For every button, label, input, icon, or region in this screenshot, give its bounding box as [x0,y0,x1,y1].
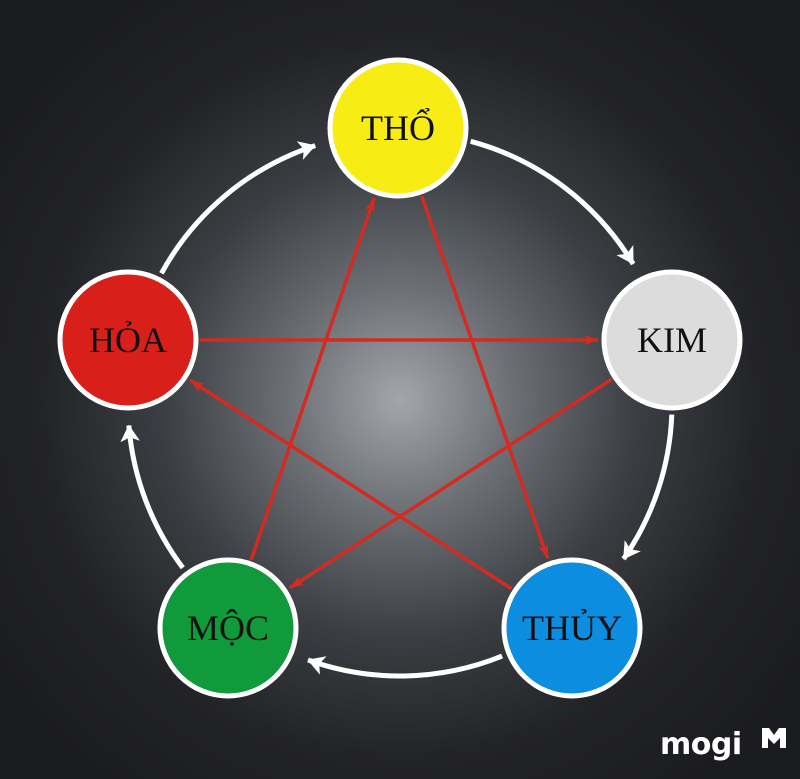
overcoming-arrow-kim-to-moc [289,377,613,590]
generating-arrow-tho-to-kim [469,138,636,266]
node-hoa: HỎA [57,269,199,411]
node-hoa-circle [57,269,199,411]
node-thuy: THỦY [501,557,643,699]
node-hoa-label: HỎA [89,320,167,360]
overcoming-arrow-thuy-to-hoa [189,378,513,591]
node-kim-label: KIM [637,320,707,360]
generating-arrow-hoa-to-tho [159,141,316,275]
node-tho-label: THỔ [361,108,435,148]
overcoming-arrow-tho-to-thuy [420,195,550,559]
overcoming-arrow-moc-to-tho [249,197,376,561]
node-moc-circle [157,557,299,699]
node-tho-circle [327,57,469,199]
generating-arrow-thuy-to-moc [307,653,504,679]
node-tho: THỔ [327,57,469,199]
mogi-logo-mark [762,728,786,748]
mogi-logo: mogi [660,727,742,762]
node-thuy-label: THỦY [522,608,622,648]
node-kim: KIM [601,269,743,411]
generating-arrow-kim-to-thuy [621,414,675,561]
node-moc: MỘC [157,557,299,699]
node-kim-circle [601,269,743,411]
node-thuy-circle [501,557,643,699]
generating-arrow-moc-to-hoa [120,424,185,570]
node-moc-label: MỘC [187,608,269,648]
